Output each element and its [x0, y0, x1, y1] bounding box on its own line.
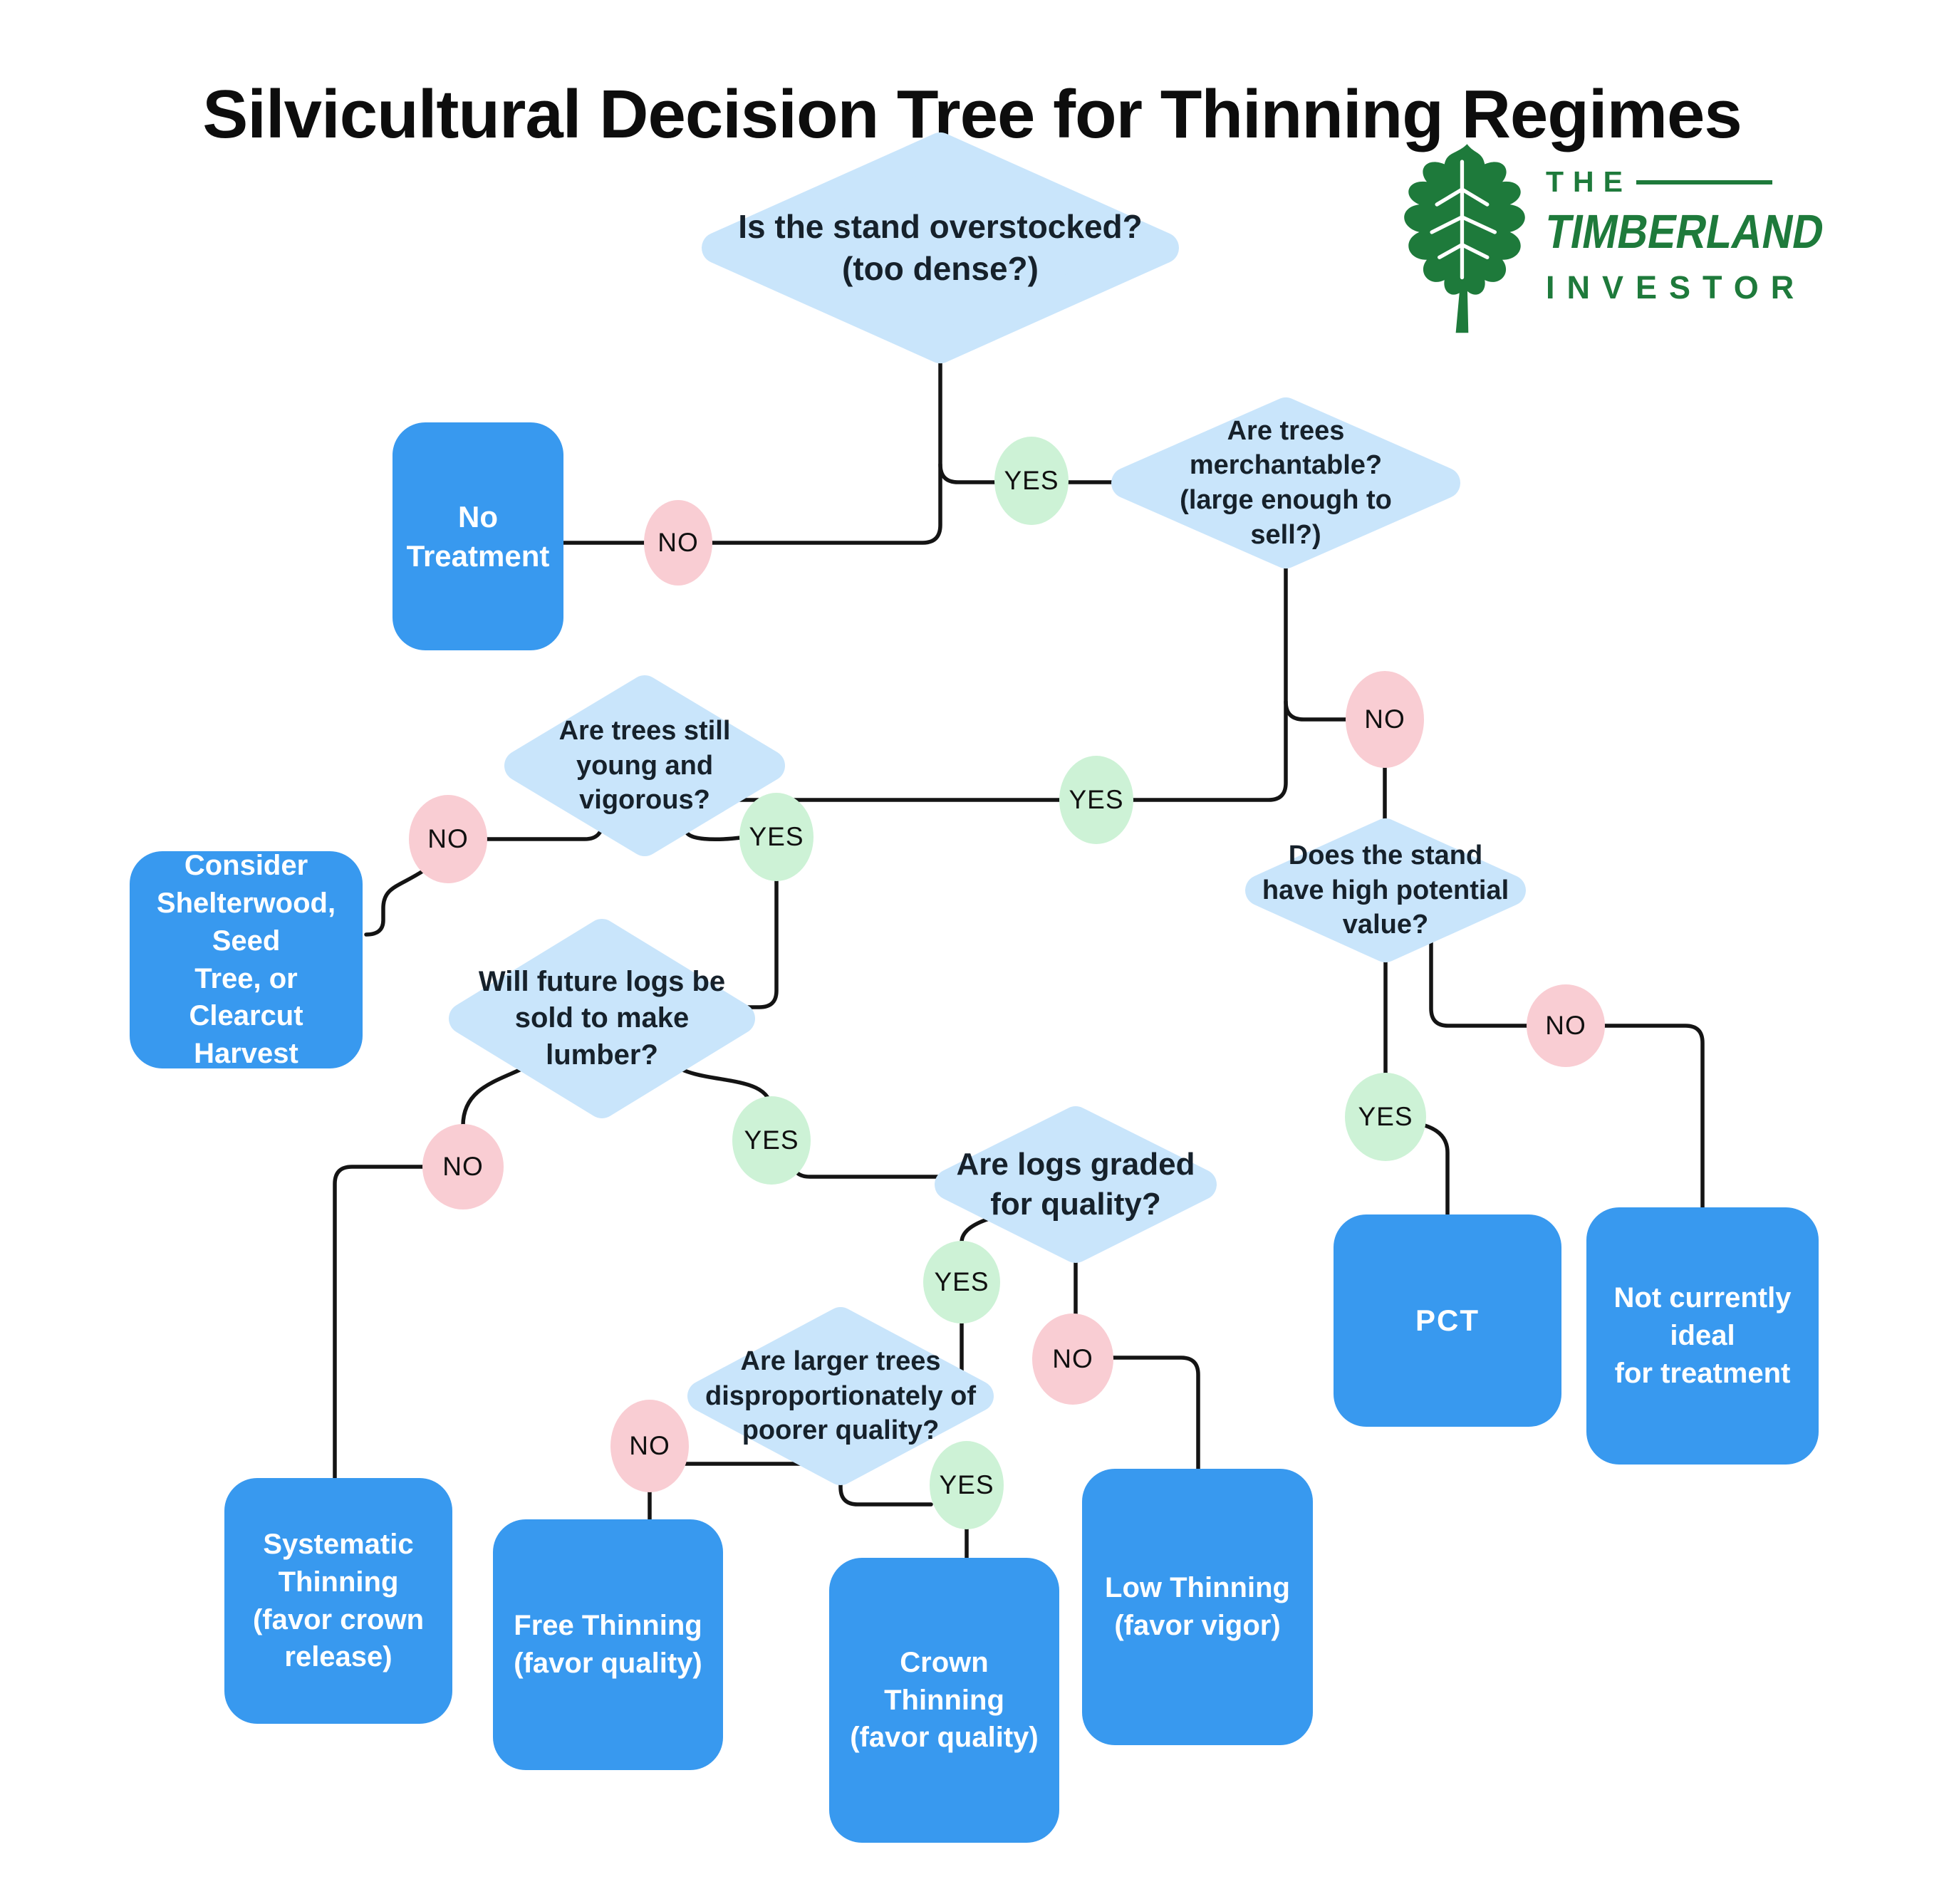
connector-no-to-systematic: [333, 1165, 425, 1481]
connector-no-to-consider: [364, 868, 426, 937]
brand-logo: THE TIMBERLAND INVESTOR: [1389, 135, 1828, 342]
answer-yes-merchantable: YES: [1059, 756, 1133, 844]
connector-no-to-low: [1110, 1356, 1200, 1472]
outcome-systematic-thinning: Systematic Thinning (favor crown release…: [224, 1478, 452, 1724]
decision-diamond-graded: [935, 1106, 1217, 1263]
connector-largertrees-yes: [838, 1483, 933, 1507]
decision-diamond-lumber: [449, 919, 755, 1118]
decision-label-merchantable: Are trees merchantable? (large enough to…: [1180, 415, 1392, 550]
connector-yes-to-graded: [791, 1148, 942, 1179]
answer-yes-young-vigorous: YES: [739, 793, 814, 881]
decision-diamond-young-vigorous: [504, 675, 785, 856]
decision-diamond-larger-poorer: [687, 1307, 994, 1485]
connector-yes-to-pct: [1423, 1123, 1450, 1217]
connector-overstocked-no: [561, 360, 942, 545]
answer-yes-overstocked: YES: [994, 437, 1069, 525]
answer-no-lumber: NO: [422, 1124, 504, 1209]
outcome-consider-harvest: Consider Shelterwood, Seed Tree, or Clea…: [130, 850, 363, 1069]
page-title: Silvicultural Decision Tree for Thinning…: [202, 76, 1742, 153]
decision-label-young-vigorous: Are trees still young and vigorous?: [558, 716, 731, 816]
connector-merchantable-yes: [730, 566, 1288, 802]
outcome-free-thinning: Free Thinning (favor quality): [493, 1519, 723, 1770]
answer-yes-larger-poorer: YES: [930, 1441, 1004, 1529]
brand-line-the: THE: [1546, 165, 1632, 198]
answer-yes-graded: YES: [923, 1241, 1000, 1323]
brand-wordmark: THE TIMBERLAND INVESTOR: [1541, 135, 1861, 342]
answer-no-merchantable: NO: [1346, 671, 1424, 768]
outcome-crown-thinning: Crown Thinning (favor quality): [829, 1558, 1059, 1843]
answer-yes-lumber: YES: [732, 1096, 811, 1185]
decision-label-lumber: Will future logs be sold to make lumber?: [478, 966, 726, 1071]
oak-leaf-icon: [1404, 144, 1525, 333]
answer-no-graded: NO: [1032, 1313, 1113, 1405]
brand-rule: [1636, 180, 1772, 184]
answer-yes-high-value: YES: [1345, 1073, 1426, 1161]
answer-no-larger-poorer: NO: [610, 1400, 689, 1492]
decision-diamond-merchantable: [1111, 397, 1460, 568]
answer-no-overstocked: NO: [644, 500, 712, 586]
connector-overstocked-yes: [938, 462, 1113, 484]
connector-highvalue-no: [1429, 936, 1568, 1028]
connector-no-to-notideal: [1603, 1024, 1705, 1210]
connector-merchantable-no: [1284, 699, 1391, 722]
brand-line-investor: INVESTOR: [1546, 269, 1807, 306]
outcome-pct: PCT: [1334, 1214, 1561, 1427]
decision-label-larger-poorer: Are larger trees disproportionately of p…: [705, 1346, 976, 1446]
decision-label-high-value: Does the stand have high potential value…: [1262, 841, 1509, 940]
decision-diamond-high-value: [1245, 818, 1526, 962]
answer-no-high-value: NO: [1527, 984, 1605, 1067]
decision-label-graded: Are logs graded for quality?: [956, 1146, 1195, 1222]
outcome-no-treatment: No Treatment: [393, 422, 563, 650]
outcome-not-ideal: Not currently ideal for treatment: [1586, 1207, 1819, 1465]
decision-label-overstocked: Is the stand overstocked? (too dense?): [738, 208, 1143, 287]
connector-yes-to-lumber: [740, 879, 779, 1009]
brand-line-timberland: TIMBERLAND: [1541, 205, 1829, 259]
outcome-low-thinning: Low Thinning (favor vigor): [1082, 1469, 1313, 1745]
answer-no-young-vigorous: NO: [409, 795, 487, 883]
decision-diamond-overstocked: [702, 132, 1179, 363]
